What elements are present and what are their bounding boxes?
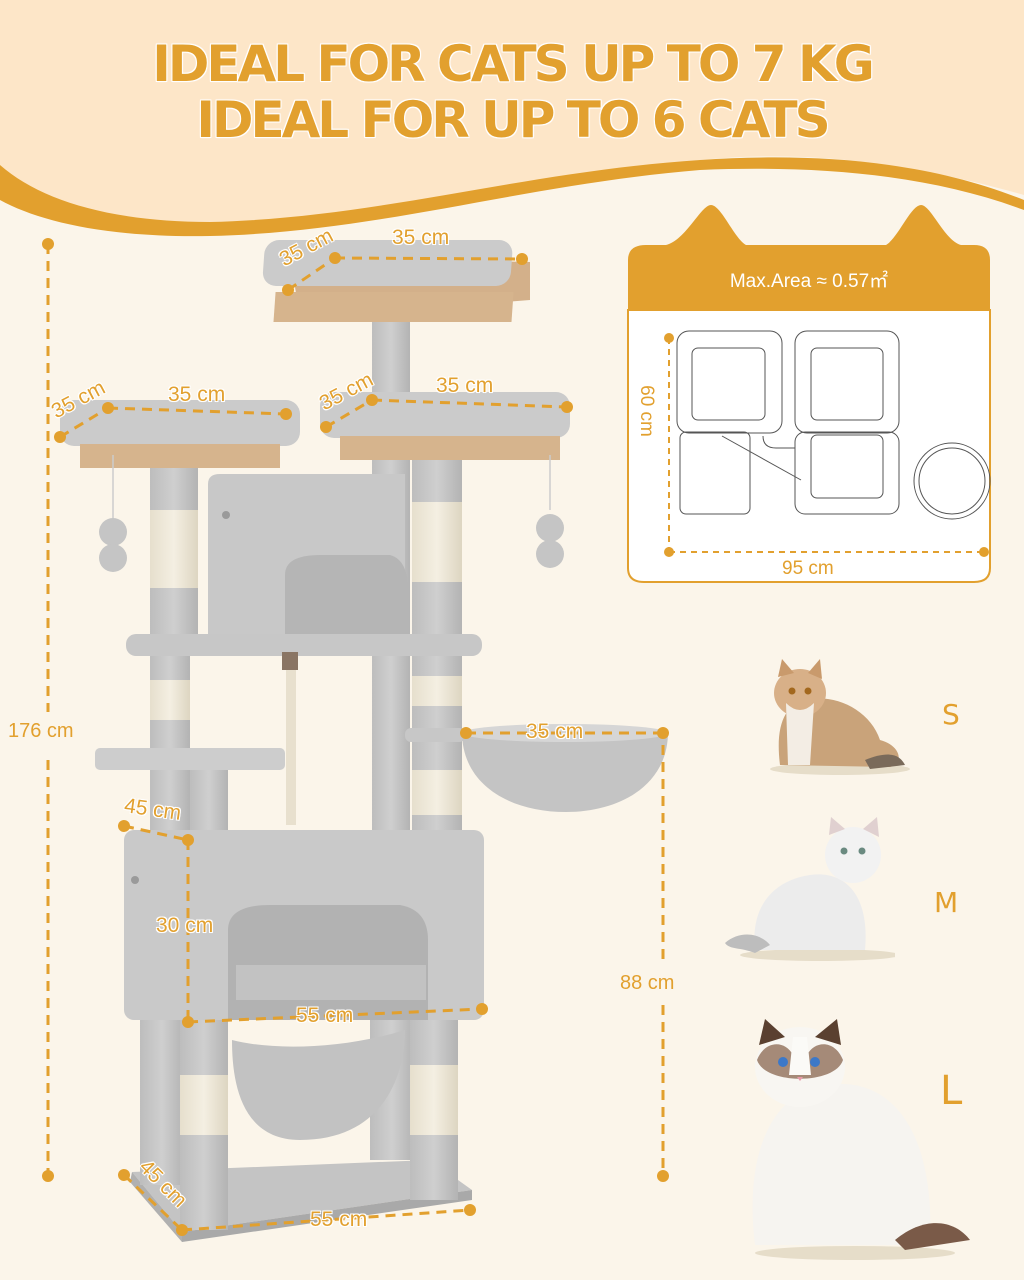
label-basket-height: 88 cm (620, 972, 675, 994)
label-basket-width: 35 cm (526, 720, 584, 743)
label-condo-height: 30 cm (156, 914, 214, 937)
max-area-card (627, 205, 991, 583)
label-total-height: 176 cm (8, 720, 74, 742)
headline-weight-capacity: IDEAL FOR CATS UP TO 7 KG (152, 35, 874, 93)
upper-condo (208, 474, 408, 640)
max-area-title: Max.Area ≈ 0.57㎡ (729, 271, 889, 292)
main-condo (124, 830, 484, 1020)
label-top-width: 35 cm (392, 226, 450, 249)
top-platform (262, 240, 530, 322)
left-platform (60, 400, 300, 468)
label-area-depth: 60 cm (635, 385, 657, 437)
medium-cat-image (725, 817, 895, 961)
headline-cat-capacity: IDEAL FOR UP TO 6 CATS (196, 91, 830, 149)
small-cat-image (770, 659, 910, 775)
size-label-large: L (940, 1068, 963, 1114)
header-wave-background (0, 0, 1024, 237)
label-right-width: 35 cm (436, 374, 494, 397)
size-label-small: S (942, 698, 960, 731)
right-platform (320, 392, 570, 460)
hammock (232, 1030, 405, 1140)
label-base-width: 55 cm (310, 1208, 368, 1231)
label-area-width: 95 cm (782, 558, 834, 579)
basket-perch (405, 724, 668, 812)
large-cat-image (752, 1019, 970, 1260)
size-label-medium: M (934, 886, 959, 919)
label-left-width: 35 cm (168, 383, 226, 406)
label-condo-width: 55 cm (296, 1004, 354, 1027)
